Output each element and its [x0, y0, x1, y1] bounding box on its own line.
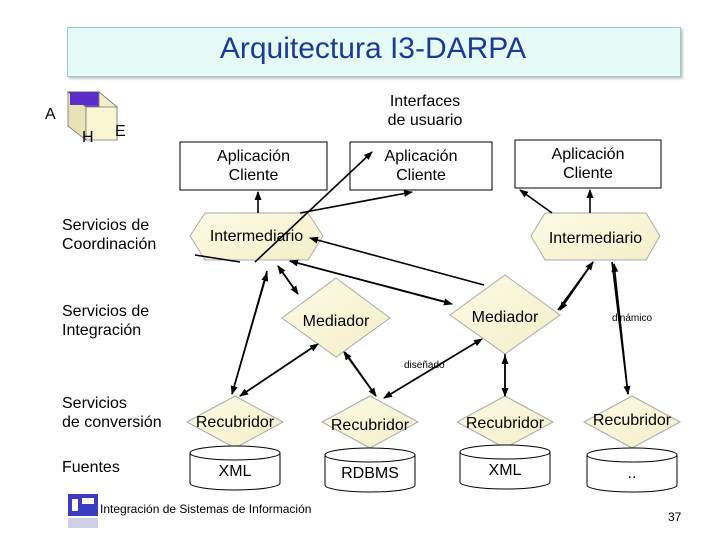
fuente-label-2: RDBMS	[341, 464, 399, 482]
cube-icon	[66, 91, 119, 141]
row-label-fuentes: Fuentes	[62, 459, 120, 476]
client-box-2	[349, 141, 493, 191]
client-box-1	[179, 141, 328, 191]
recubridor-label-1: Recubridor	[195, 413, 275, 431]
page-title: Arquitectura I3-DARPA	[219, 32, 527, 65]
intermediario-label-1: Intermediario	[209, 227, 304, 245]
connector-arrows	[194, 151, 631, 399]
cube-label-a: A	[45, 106, 56, 123]
recubridor-label-2: Recubridor	[330, 416, 410, 434]
client-label-3: Aplicación Cliente	[551, 146, 625, 182]
intermediario-shape-2	[530, 212, 661, 261]
fuente-label-1: XML	[218, 462, 252, 480]
intermediario-label-2: Intermediario	[548, 229, 643, 247]
fuente-cylinder-3	[459, 444, 551, 490]
row-label-conversion: Servicios de conversión	[62, 395, 162, 431]
page-number: 37	[668, 510, 682, 524]
row-label-integracion: Servicios de Integración	[62, 303, 150, 339]
mediador-shape-1	[281, 277, 391, 358]
title-banner	[67, 27, 681, 77]
cube-label-h: H	[82, 129, 94, 146]
fuente-label-4: ..	[627, 464, 637, 482]
university-logo-icon	[68, 494, 98, 528]
cube-label-e: E	[115, 123, 126, 140]
fuente-cylinder-1	[189, 445, 281, 491]
interfaces-label: Interfaces de usuario	[387, 93, 463, 129]
mediador-label-2: Mediador	[471, 308, 539, 326]
mediador-label-1: Mediador	[302, 312, 370, 330]
recubridor-label-3: Recubridor	[465, 414, 545, 432]
fuente-label-3: XML	[488, 461, 522, 479]
annotation-dinamico: dinámico	[612, 313, 653, 324]
recubridor-label-4: Recubridor	[592, 411, 672, 429]
annotation-disenado: diseñado	[404, 360, 445, 371]
footer-text: Integración de Sistemas de Información	[100, 502, 312, 516]
client-box-3	[514, 139, 662, 189]
client-label-2: Aplicación Cliente	[384, 148, 458, 184]
row-label-coordinacion: Servicios de Coordinación	[62, 217, 157, 253]
fuente-cylinder-2	[324, 447, 416, 493]
client-label-1: Aplicación Cliente	[217, 148, 290, 184]
fuente-cylinder-4	[586, 447, 678, 493]
